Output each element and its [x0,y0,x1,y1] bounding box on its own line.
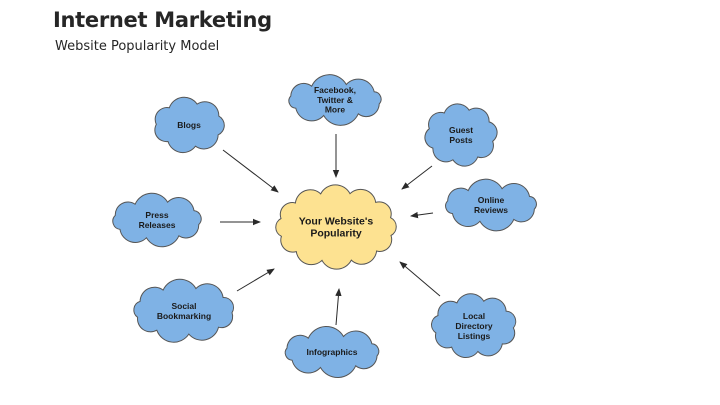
arrows-layer [220,134,441,326]
local-directory-label-line: Directory [455,321,493,331]
center-label-line: Popularity [310,228,362,240]
local-directory-label-line: Listings [458,331,491,341]
guest-posts-label-line: Posts [449,135,472,145]
facebook-label-line: Twitter & [317,95,353,105]
blogs-cloud-shape [154,96,225,154]
infographics-cloud-shape [284,325,380,379]
online-reviews-label-line: Online [478,195,505,205]
cloud-infographics: Infographics [284,325,380,379]
cloud-facebook: Facebook,Twitter &More [288,74,382,126]
facebook-cloud-shape [288,74,382,126]
arrow-infographics-to-center [335,288,342,326]
guest-posts-cloud-shape [424,103,498,167]
slide-subtitle: Website Popularity Model [55,39,220,54]
press-releases-label-line: Press [145,210,168,220]
social-bookmarking-label-line: Social [171,301,196,311]
social-bookmarking-cloud-shape [133,278,235,343]
online-reviews-cloud-shape [445,178,537,232]
social-bookmarking-label-line: Bookmarking [157,311,211,321]
center-cloud-shape [275,184,397,270]
facebook-label-line: More [325,105,346,115]
blogs-label-line: Blogs [177,120,201,130]
press-releases-label-line: Releases [139,220,176,230]
arrow-blogs-to-center [222,149,279,193]
online-reviews-label-line: Reviews [474,205,508,215]
arrow-local-directory-to-center [399,261,441,297]
infographics-label-line: Infographics [306,347,357,357]
slide-title: Internet Marketing [53,8,272,32]
guest-posts-label-line: Guest [449,125,473,135]
cloud-blogs: Blogs [154,96,225,154]
local-directory-label-line: Local [463,311,485,321]
press-releases-cloud-shape [112,192,202,248]
local-directory-cloud-shape [431,293,517,359]
arrow-social-bookmarking-to-center [236,268,275,292]
arrow-online-reviews-to-center [410,211,434,219]
arrow-guest-posts-to-center [401,165,433,190]
facebook-label-line: Facebook, [314,85,356,95]
center-label-line: Your Website's [299,216,374,228]
